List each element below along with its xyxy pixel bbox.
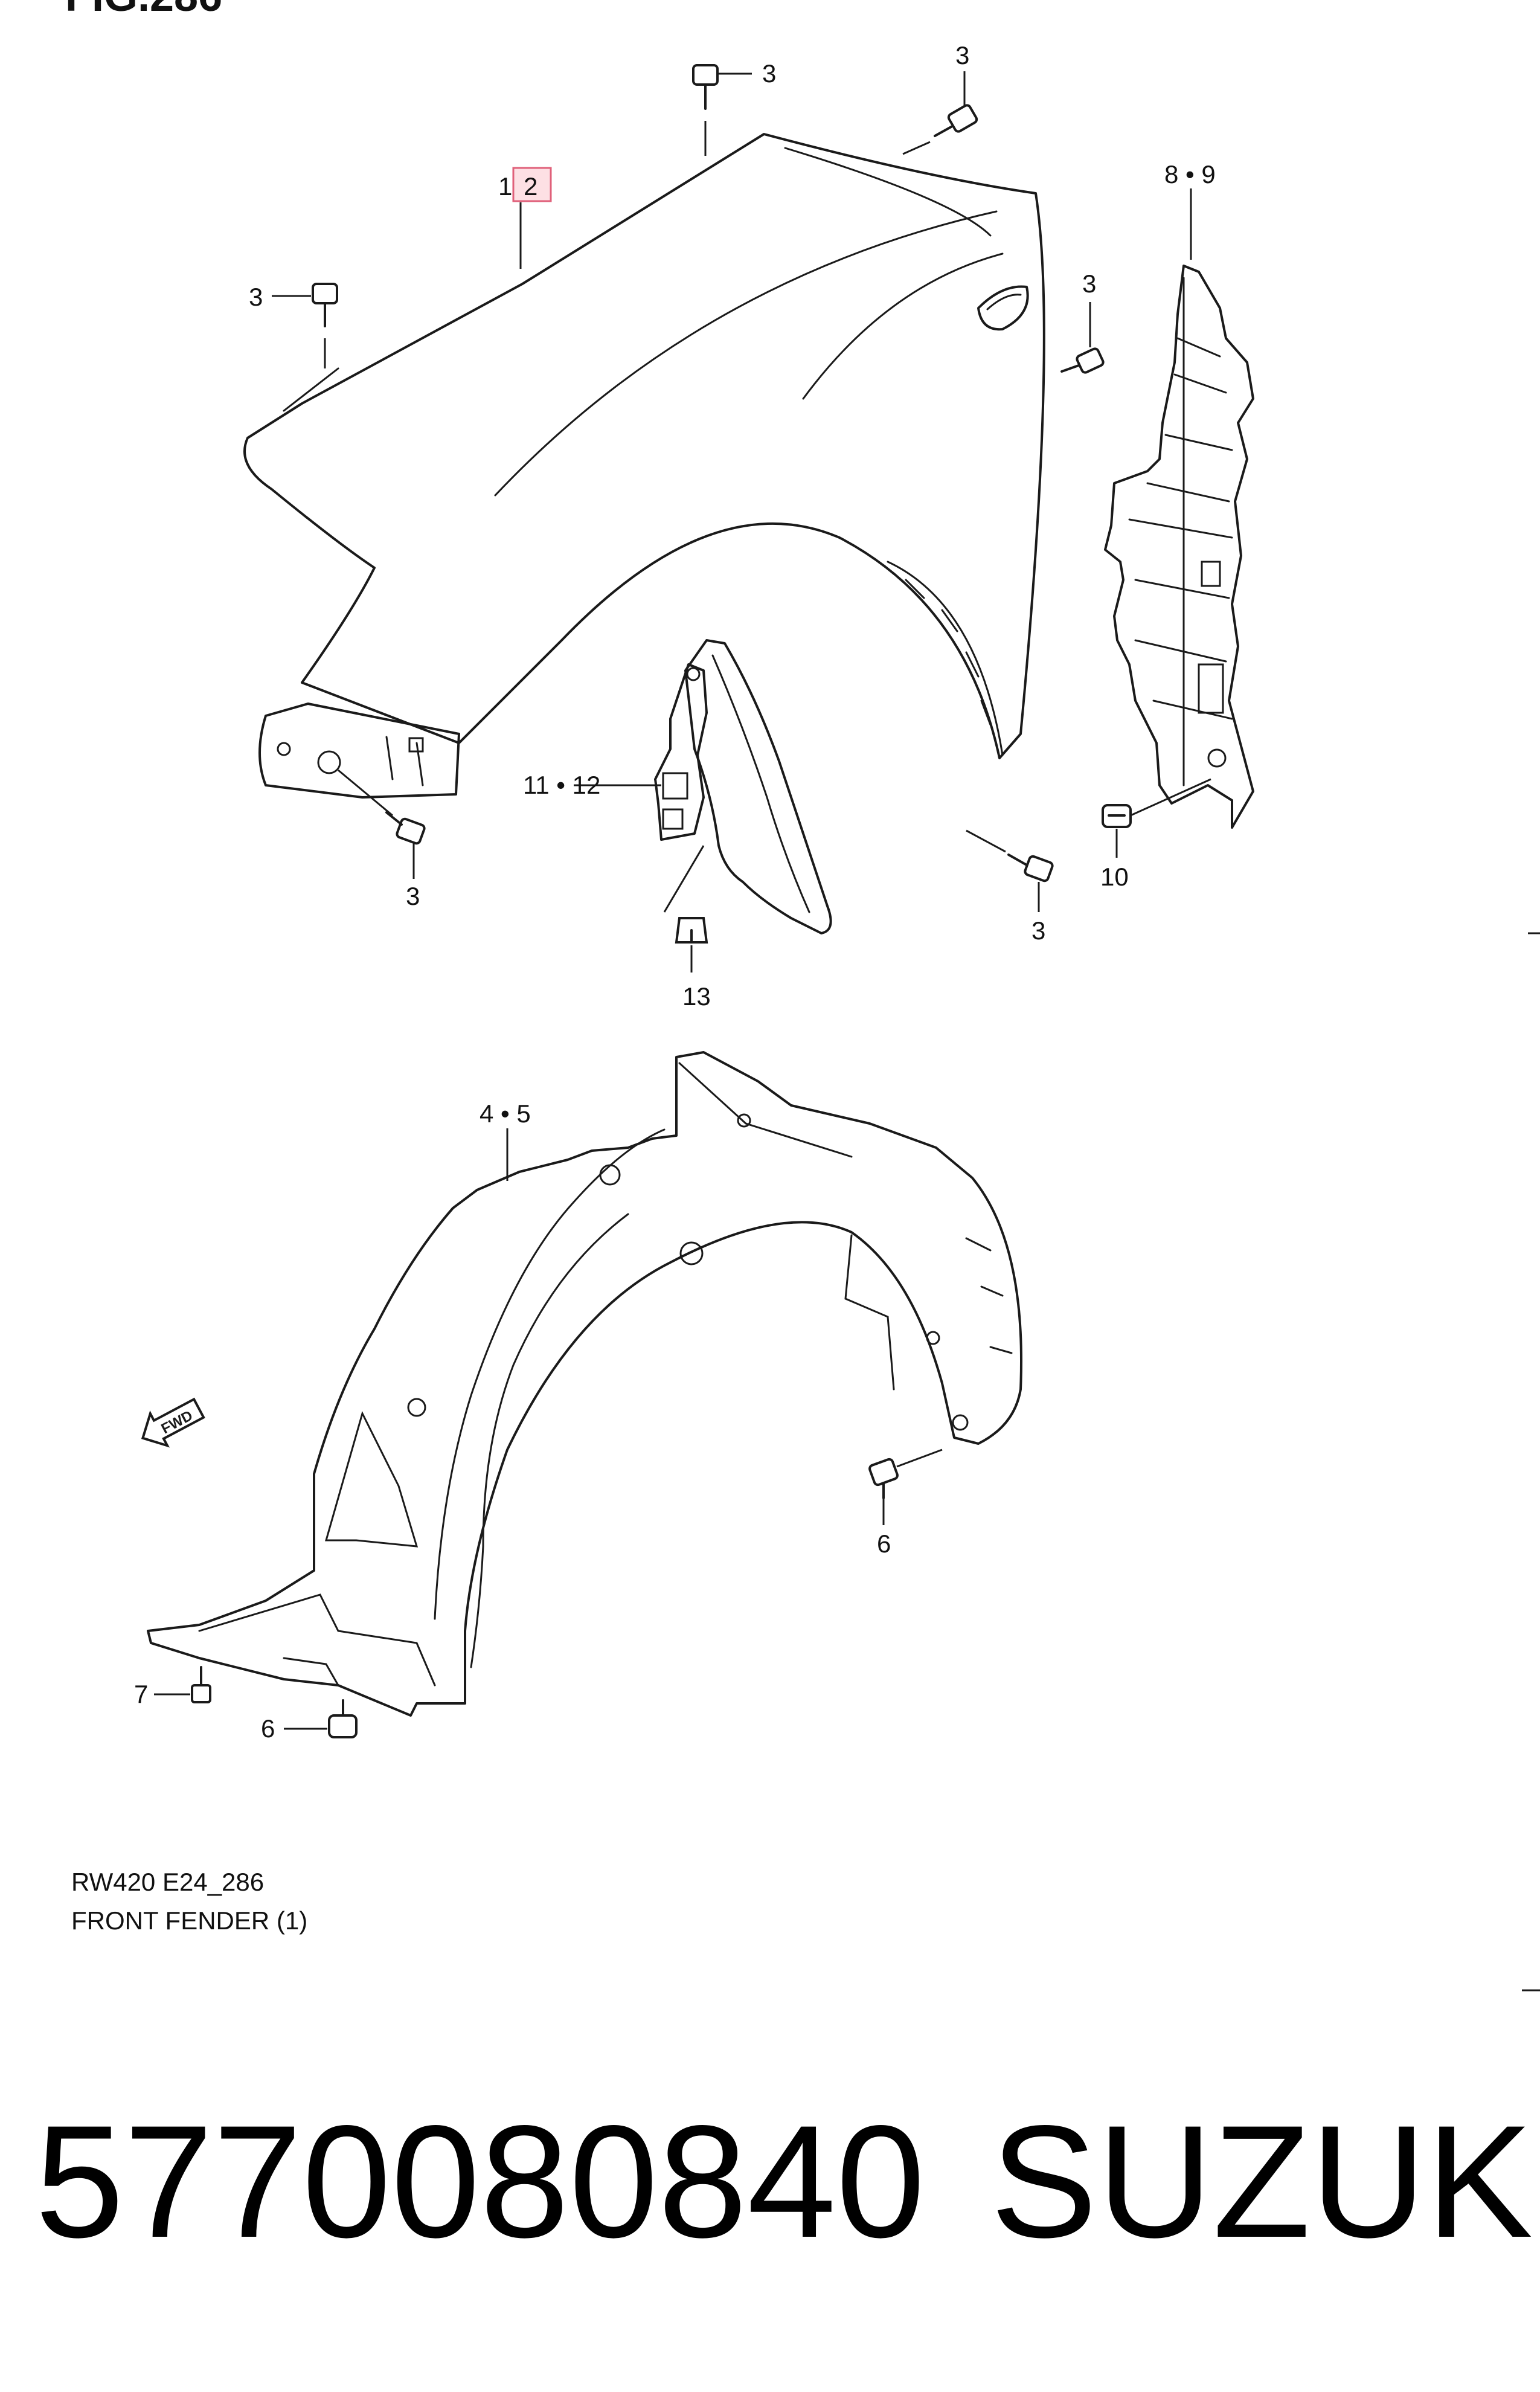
highlight-box (512, 167, 552, 202)
part-number: 5770080840 (35, 2092, 925, 2271)
diagram-code: RW420 E24_286 (71, 1868, 265, 1896)
callout-8-9: 8 • 9 (1164, 160, 1216, 188)
callout-7: 7 (134, 1680, 148, 1708)
callout-3-top-right: 3 (955, 41, 969, 69)
brand-name: SUZUKI (990, 2092, 1540, 2271)
diagram-title: FRONT FENDER (1) (71, 1906, 308, 1935)
callout-6-left: 6 (261, 1714, 275, 1743)
bolt-bottom-left: 3 (338, 769, 426, 910)
bolt-top-right: 3 (902, 41, 978, 155)
callout-3-top-center: 3 (762, 59, 776, 88)
parts-diagram: FIG.286 1 • 2 3 3 (65, 0, 1540, 1992)
callout-3-bottom-left: 3 (406, 882, 420, 910)
callout-4-5: 4 • 5 (480, 1099, 531, 1128)
bolt-top-center: 3 (692, 59, 776, 156)
front-fender-panel (243, 133, 1045, 799)
callout-3-left: 3 (249, 283, 263, 311)
callout-11-12: 11 • 12 (523, 771, 600, 799)
callout-13: 13 (682, 982, 711, 1011)
fender-seal: 8 • 9 (1104, 160, 1254, 829)
callout-fender: 1 • 2 (498, 167, 552, 269)
callout-part-1: 1 (498, 172, 512, 201)
callout-part-2: 2 (524, 172, 537, 201)
bolt-left: 3 (249, 283, 338, 368)
bolt-bottom-center: 3 (966, 829, 1054, 945)
callout-10: 10 (1100, 863, 1129, 891)
callout-3-bottom-center: 3 (1031, 916, 1045, 945)
callout-6-right: 6 (877, 1529, 891, 1558)
screw-7: 7 (134, 1666, 211, 1708)
bolt-right-upper: 3 (1060, 269, 1105, 374)
clip-10: 10 (1100, 778, 1211, 891)
callout-3-right-upper: 3 (1082, 269, 1096, 298)
inner-fender-liner: 4 • 5 (147, 1051, 1022, 1717)
screw-6-left: 6 (261, 1699, 358, 1743)
fig-label: FIG.286 (65, 0, 222, 21)
screw-6-right: 6 (868, 1448, 943, 1558)
fender-bracket: 11 • 12 (523, 639, 832, 934)
clip-13: 13 (663, 845, 711, 1011)
